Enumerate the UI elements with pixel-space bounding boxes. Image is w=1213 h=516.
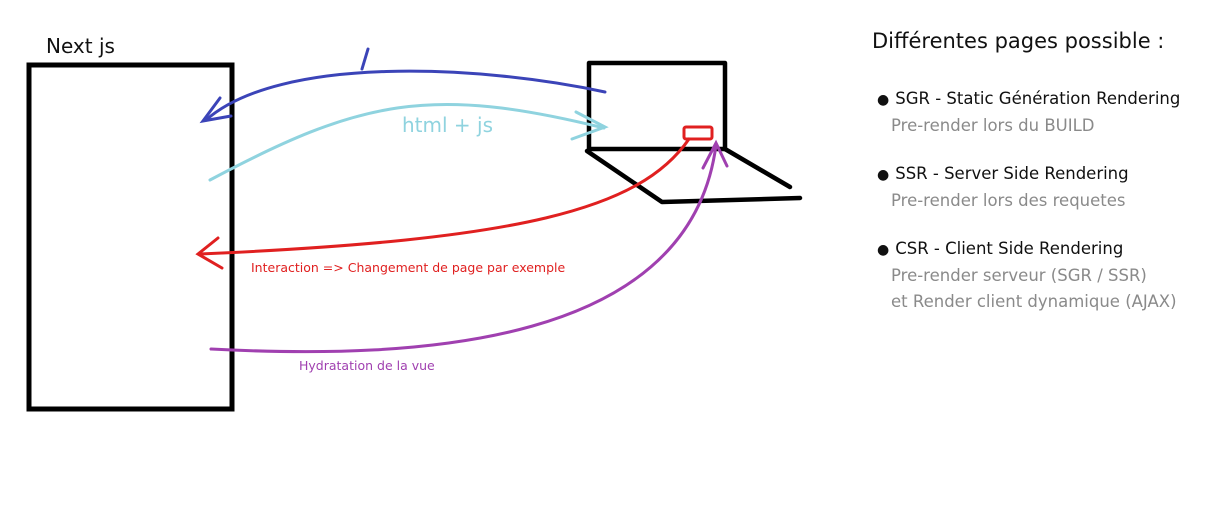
item-label: CSR - Client Side Rendering — [895, 239, 1124, 258]
html-js-label: html + js — [402, 113, 494, 137]
bullet-icon: ● — [877, 92, 890, 108]
interaction-label: Interaction => Changement de page par ex… — [251, 260, 566, 275]
bullet-icon: ● — [877, 242, 890, 258]
item-description: Pre-render lors des requetes — [891, 191, 1126, 210]
server-label: Next js — [46, 34, 115, 58]
interaction-arrow — [195, 125, 714, 270]
item-description: Pre-render lors du BUILD — [891, 116, 1095, 135]
request-arrow — [199, 47, 607, 124]
item-description: et Render client dynamique (AJAX) — [891, 292, 1177, 311]
item-description: Pre-render serveur (SGR / SSR) — [891, 266, 1147, 285]
list-item-csr: ● CSR - Client Side Rendering Pre-render … — [877, 236, 1180, 315]
hydration-arrow — [209, 139, 729, 354]
hydration-label: Hydratation de la vue — [299, 358, 435, 373]
item-label: SGR - Static Génération Rendering — [895, 89, 1181, 108]
bullet-icon: ● — [877, 167, 890, 183]
list-item-sgr: ● SGR - Static Génération Rendering Pre-r… — [877, 86, 1180, 139]
server-box — [26, 62, 235, 412]
panel-title: Différentes pages possible : — [872, 29, 1165, 53]
item-label: SSR - Server Side Rendering — [895, 164, 1129, 183]
laptop-icon — [584, 60, 803, 205]
rendering-list: ● SGR - Static Génération Rendering Pre-r… — [877, 86, 1180, 337]
response-arrow — [208, 102, 609, 182]
list-item-ssr: ● SSR - Server Side Rendering Pre-render … — [877, 161, 1180, 214]
